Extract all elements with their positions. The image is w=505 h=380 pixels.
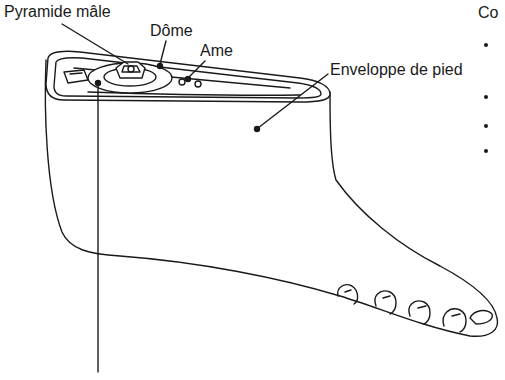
inner-rim [54, 58, 321, 98]
dome [88, 63, 172, 93]
part-label: Enveloppe de pied [330, 60, 463, 79]
leader-dot [158, 64, 163, 69]
leader-dot [96, 81, 101, 86]
leader-line [188, 61, 205, 78]
leader-line [160, 41, 166, 64]
toe-nails [345, 290, 460, 316]
bullet [484, 95, 488, 99]
part-label: Ame [200, 41, 233, 60]
bolt [195, 81, 201, 87]
toe-nail [470, 311, 492, 324]
male-pyramid [116, 62, 145, 78]
part-label: Co [478, 3, 498, 22]
part-label: Pyramide mâle [4, 2, 111, 21]
leader-dot [186, 77, 191, 82]
part-label: Dôme [150, 21, 193, 40]
leader-line [97, 84, 98, 372]
shell-rim [46, 51, 330, 102]
bullet [484, 149, 488, 153]
bullet [484, 43, 488, 47]
bullet [484, 124, 488, 128]
bolt [179, 79, 185, 85]
leader-dot [255, 127, 260, 132]
pyramid-screw [128, 66, 134, 72]
toes [338, 285, 466, 332]
leader-line [258, 74, 328, 128]
leader-line [62, 24, 128, 64]
heel-block [64, 70, 88, 83]
